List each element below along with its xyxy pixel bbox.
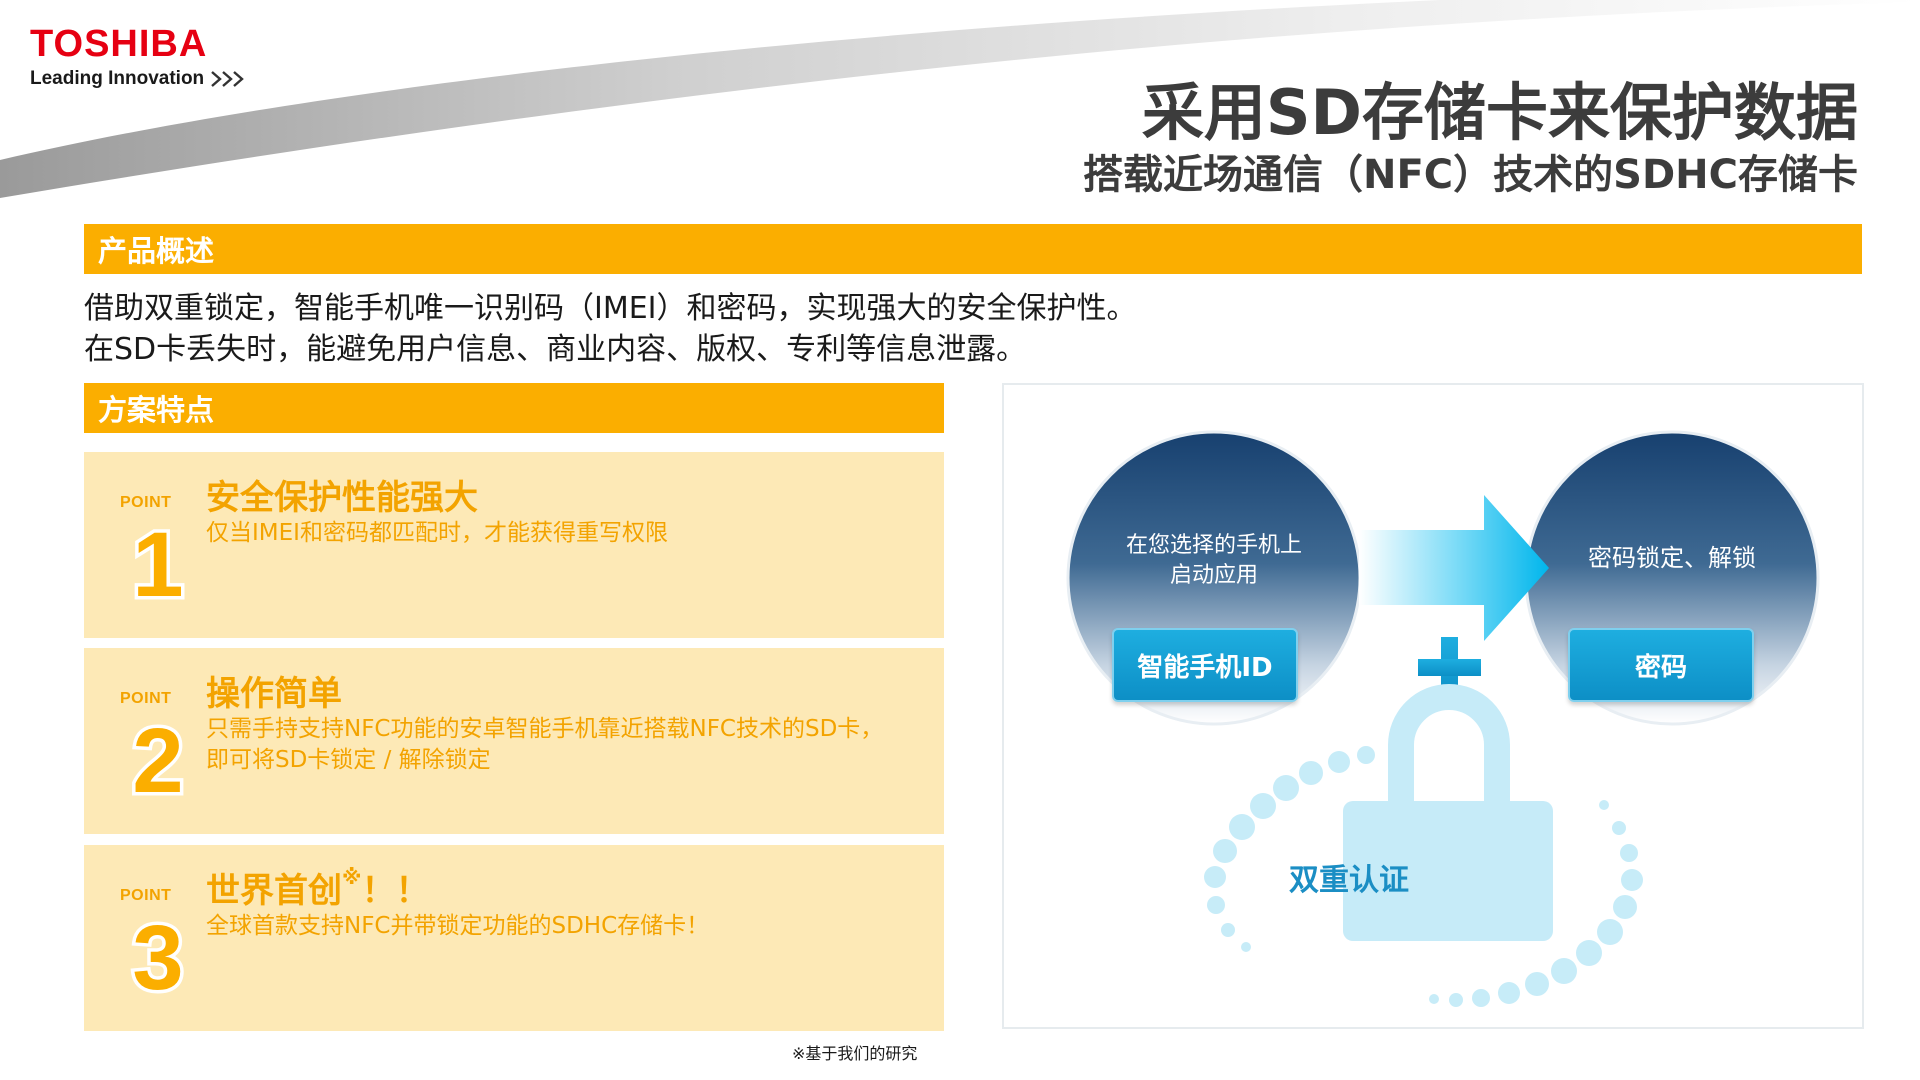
triple-chevron-icon — [211, 71, 244, 87]
feature-point-1: POINT 1 安全保护性能强大 仅当IMEI和密码都匹配时，才能获得重写权限 — [84, 452, 944, 638]
point-number: 3 — [132, 907, 183, 1003]
point-label: POINT — [120, 887, 172, 904]
password-circle-text: 密码锁定、解锁 — [1588, 544, 1756, 572]
page-title: 采用SD存储卡来保护数据 — [1141, 76, 1858, 149]
brand-tagline: Leading Innovation — [30, 68, 246, 90]
point-label: POINT — [120, 690, 172, 707]
point-number: 2 — [132, 710, 183, 806]
point-title: 世界首创※！！ — [206, 863, 429, 912]
point-title-text: 世界首创 — [206, 871, 342, 911]
overview-heading-bar: 产品概述 — [84, 224, 1862, 274]
dotted-ring-decoration — [1204, 746, 1643, 1007]
features-heading: 方案特点 — [98, 393, 215, 427]
point-title: 操作简单 — [206, 666, 342, 715]
point-number-1-graphic: 1 — [129, 511, 187, 611]
feature-point-2: POINT 2 操作简单 只需手持支持NFC功能的安卓智能手机靠近搭载NFC技术… — [84, 648, 944, 834]
point-label: POINT — [120, 494, 172, 511]
footnote: ※基于我们的研究 — [792, 1044, 918, 1063]
page-subtitle: 搭载近场通信（NFC）技术的SDHC存储卡 — [1083, 152, 1858, 198]
point-number: 1 — [132, 514, 183, 610]
overview-line: 借助双重锁定，智能手机唯一识别码（IMEI）和密码，实现强大的安全保护性。 — [84, 291, 1137, 326]
phone-app-circle-text: 在您选择的手机上 启动应用 — [1069, 531, 1359, 591]
point-description: 只需手持支持NFC功能的安卓智能手机靠近搭载NFC技术的SD卡， 即可将SD卡锁… — [206, 714, 883, 776]
features-heading-bar: 方案特点 — [84, 383, 944, 433]
point-number-3-graphic: 3 — [129, 904, 187, 1004]
toshiba-logo: TOSHIBA Leading Innovation — [30, 22, 246, 90]
overview-body: 借助双重锁定，智能手机唯一识别码（IMEI）和密码，实现强大的安全保护性。 在S… — [84, 288, 1137, 370]
point-description: 仅当IMEI和密码都匹配时，才能获得重写权限 — [206, 518, 668, 549]
plus-icon-horizontal — [1418, 659, 1481, 676]
overview-line: 在SD卡丢失时，能避免用户信息、商业内容、版权、专利等信息泄露。 — [84, 332, 1027, 367]
double-authentication-label: 双重认证 — [1289, 863, 1409, 898]
footnote-mark: ※ — [342, 865, 362, 889]
point-description-line: 仅当IMEI和密码都匹配时，才能获得重写权限 — [206, 520, 668, 546]
point-title-text: 操作简单 — [206, 674, 342, 714]
point-description-line: 即可将SD卡锁定 / 解除锁定 — [206, 747, 491, 773]
right-arrow-icon — [1359, 495, 1549, 641]
lock-body-icon — [1343, 801, 1553, 941]
smartphone-id-button: 智能手机ID — [1112, 628, 1298, 702]
point-title-tail: ！！ — [361, 871, 430, 911]
overview-heading: 产品概述 — [98, 234, 215, 268]
point-description-line: 只需手持支持NFC功能的安卓智能手机靠近搭载NFC技术的SD卡， — [206, 716, 884, 742]
point-description: 全球首款支持NFC并带锁定功能的SDHC存储卡！ — [206, 911, 709, 942]
feature-point-3: POINT 3 世界首创※！！ 全球首款支持NFC并带锁定功能的SDHC存储卡！ — [84, 845, 944, 1031]
tagline-text: Leading Innovation — [30, 68, 205, 89]
point-title-text: 安全保护性能强大 — [206, 478, 478, 518]
lock-shackle-icon — [1388, 684, 1510, 813]
point-description-line: 全球首款支持NFC并带锁定功能的SDHC存储卡！ — [206, 913, 710, 939]
header-swoosh-decoration — [0, 0, 1920, 198]
circle-text-line: 启动应用 — [1169, 563, 1258, 588]
circle-text-line: 在您选择的手机上 — [1125, 533, 1302, 558]
password-button: 密码 — [1568, 628, 1754, 702]
brand-name: TOSHIBA — [30, 23, 208, 65]
diagram-graphics — [1066, 430, 1820, 1007]
double-authentication-diagram: 在您选择的手机上 启动应用 密码锁定、解锁 智能手机ID 密码 双重认证 — [1002, 383, 1864, 1029]
point-title: 安全保护性能强大 — [206, 470, 478, 519]
point-number-2-graphic: 2 — [129, 707, 187, 807]
